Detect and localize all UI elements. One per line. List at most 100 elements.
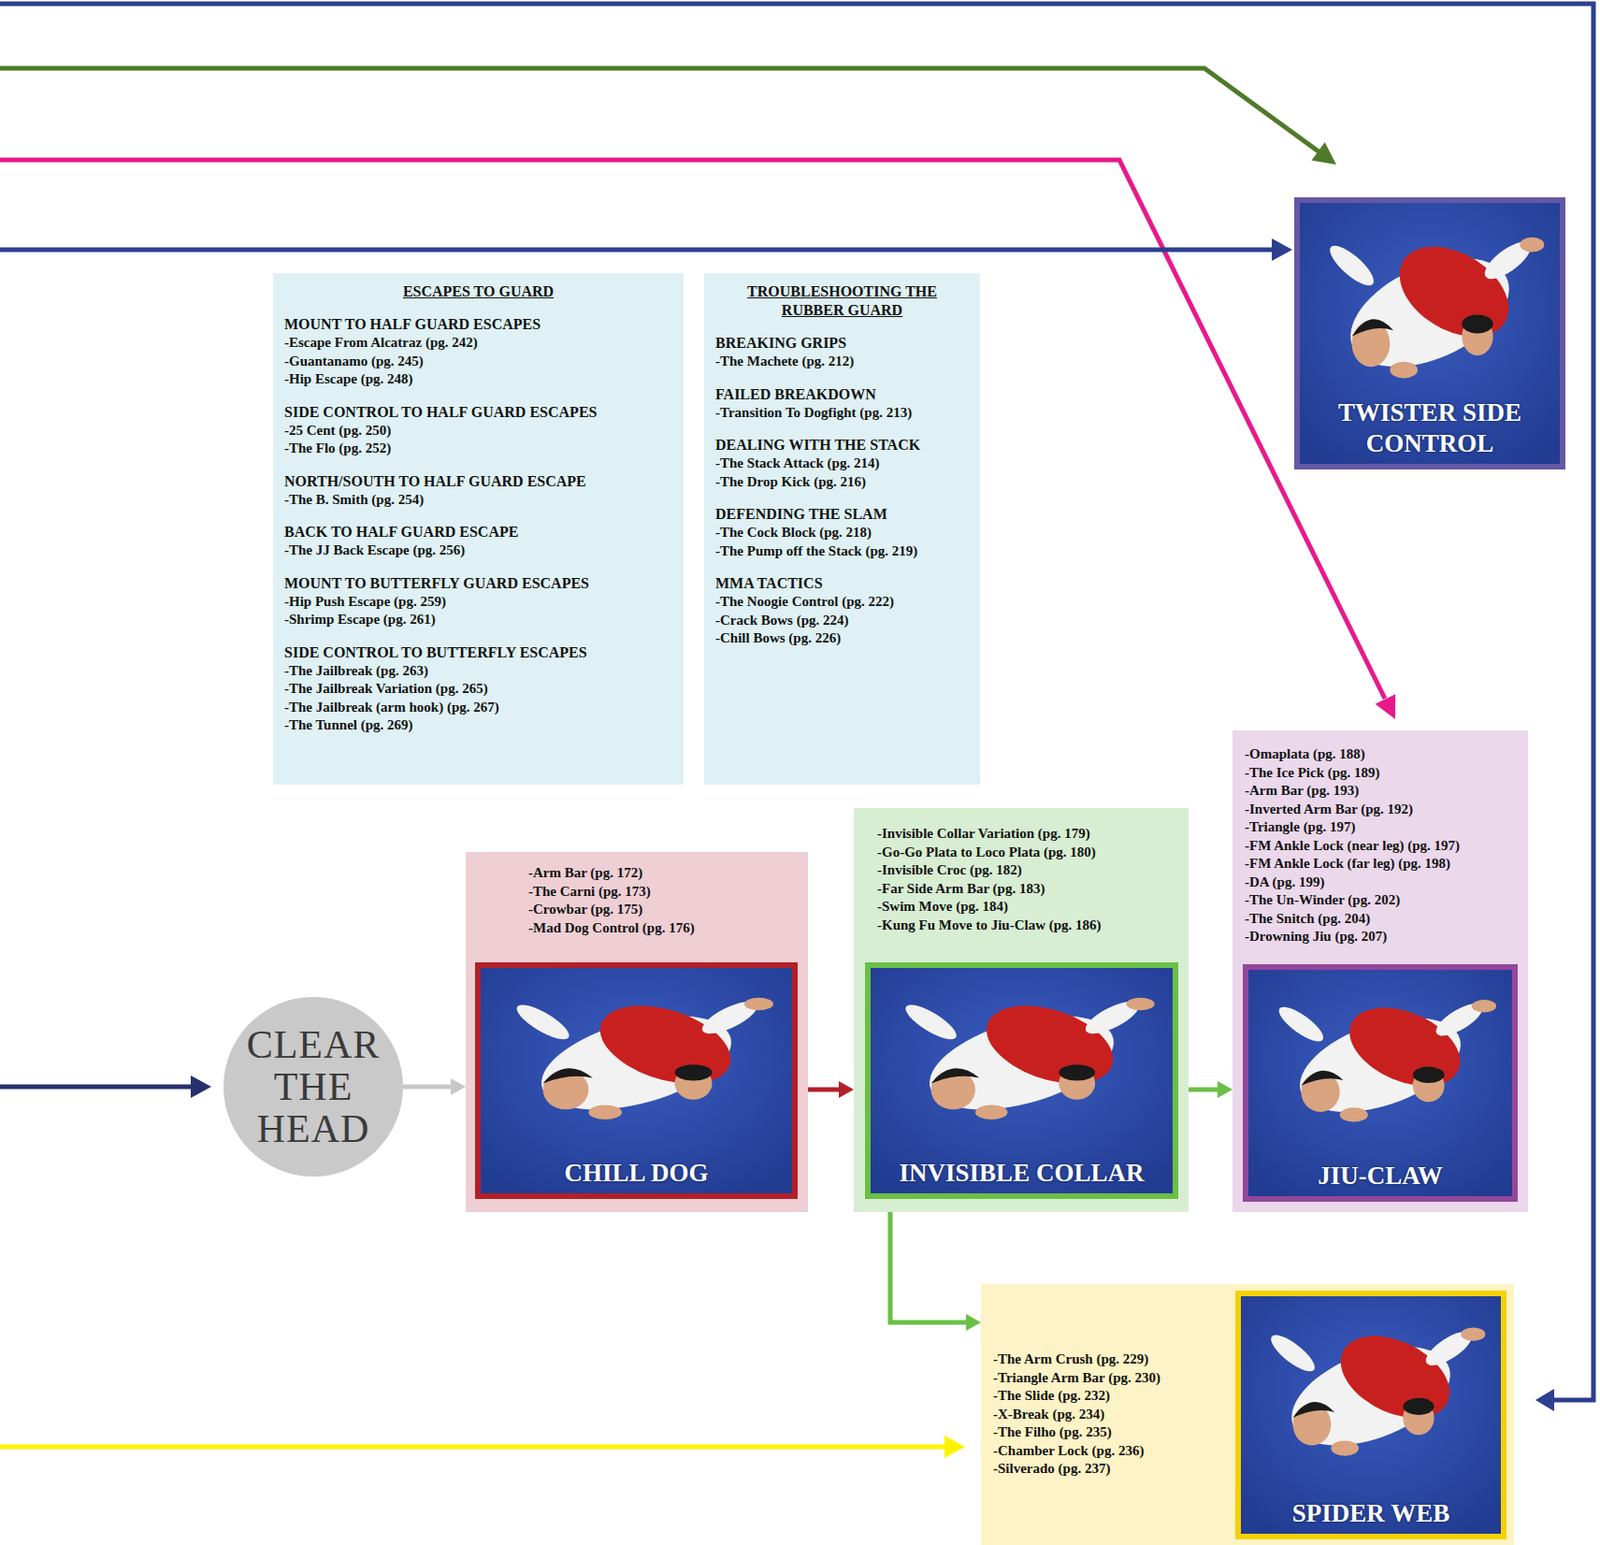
leader-line (0, 1444, 947, 1450)
technique-item: -The Un-Winder (pg. 202) (1244, 891, 1521, 910)
technique-item: -Inverted Arm Bar (pg. 192) (1244, 800, 1521, 820)
technique-item: -The Pump off the Stack (pg. 219) (715, 542, 969, 562)
technique-item: -The Arm Crush (pg. 229) (993, 1350, 1227, 1370)
technique-item: -Triangle Arm Bar (pg. 230) (993, 1369, 1227, 1388)
section-heading: MOUNT TO BUTTERFLY GUARD ESCAPES (284, 574, 673, 593)
technique-item: -The Tunnel (pg. 269) (284, 716, 673, 736)
technique-item: -Guantanamo (pg. 245) (284, 352, 673, 372)
section-heading: MMA TACTICS (715, 574, 969, 593)
panel-heading: TROUBLESHOOTING THE RUBBER GUARD (715, 282, 969, 320)
circle-fill (223, 996, 404, 1177)
technique-item: -The Snitch (pg. 204) (1244, 909, 1521, 929)
technique-item: -The Flo (pg. 252) (284, 439, 673, 459)
technique-item: -Transition To Dogfight (pg. 213) (715, 403, 969, 423)
technique-item: -Invisible Croc (pg. 182) (877, 861, 1182, 880)
photo-caption: INVISIBLE COLLAR (874, 1157, 1169, 1189)
section-heading: SIDE CONTROL TO BUTTERFLY ESCAPES (284, 643, 673, 663)
connector-line (403, 1084, 451, 1090)
section-heading: DEALING WITH THE STACK (715, 435, 969, 455)
arrow-head (965, 1313, 981, 1331)
technique-item: -The Slide (pg. 232) (993, 1386, 1227, 1406)
fighters-figure (480, 967, 793, 1194)
technique-item: -Far Side Arm Bar (pg. 183) (877, 879, 1182, 899)
technique-list: -Arm Bar (pg. 172)-The Carni (pg. 173)-C… (528, 864, 801, 937)
technique-panel: -Omaplata (pg. 188)-The Ice Pick (pg. 18… (1232, 730, 1528, 1212)
technique-item: -Escape From Alcatraz (pg. 242) (284, 333, 673, 353)
section-heading: DEFENDING THE SLAM (715, 504, 969, 524)
section-heading: NORTH/SOUTH TO HALF GUARD ESCAPE (284, 472, 673, 491)
arrow-head (1217, 1081, 1233, 1098)
connector-arrow (807, 1081, 854, 1098)
section-heading: BREAKING GRIPS (715, 333, 969, 353)
technique-panel: -Invisible Collar Variation (pg. 179)-Go… (853, 807, 1189, 1212)
photo-caption: TWISTER SIDE CONTROL (1303, 397, 1557, 460)
section-heading: SIDE CONTROL TO HALF GUARD ESCAPES (284, 403, 673, 422)
technique-item: -The Drop Kick (pg. 216) (715, 473, 969, 492)
photo-caption: JIU-CLAW (1252, 1160, 1509, 1192)
connector-line (1188, 1087, 1218, 1093)
section-heading: FAILED BREAKDOWN (715, 385, 969, 404)
technique-item: -Go-Go Plata to Loco Plata (pg. 180) (877, 843, 1182, 863)
arrow-head (1271, 238, 1293, 261)
technique-item: -The B. Smith (pg. 254) (284, 490, 673, 510)
photo-illustration (1240, 1296, 1501, 1534)
leader-line (0, 159, 1385, 699)
technique-item: -Omaplata (pg. 188) (1244, 745, 1521, 764)
technique-item: -The Noogie Control (pg. 222) (715, 592, 969, 612)
technique-item: -FM Ankle Lock (far leg) (pg. 198) (1244, 854, 1521, 874)
technique-list: -The Arm Crush (pg. 229)-Triangle Arm Ba… (993, 1350, 1227, 1479)
technique-item: -The Carni (pg. 173) (528, 882, 801, 902)
technique-item: -Arm Bar (pg. 193) (1244, 781, 1521, 801)
circle-node: CLEAR THE HEAD (223, 996, 404, 1177)
connector-line (890, 1211, 966, 1323)
photo-box: INVISIBLE COLLAR (864, 962, 1179, 1199)
technique-item: -Mad Dog Control (pg. 176) (528, 919, 801, 938)
arrow-head (1375, 693, 1397, 720)
connector-arrow (890, 1211, 981, 1331)
connector-arrow (403, 1078, 466, 1096)
arrow-head (1535, 1388, 1555, 1412)
technique-panel: -The Arm Crush (pg. 229)-Triangle Arm Ba… (980, 1283, 1514, 1545)
connector-line (807, 1087, 839, 1093)
technique-item: -The Jailbreak (arm hook) (pg. 267) (284, 698, 673, 718)
topic-panel: ESCAPES TO GUARDMOUNT TO HALF GUARD ESCA… (273, 273, 684, 785)
leader-line (0, 247, 1274, 253)
technique-item: -The Jailbreak Variation (pg. 265) (284, 679, 673, 699)
technique-item: -The Cock Block (pg. 218) (715, 523, 969, 543)
arrow-head (838, 1081, 854, 1098)
arrow-head (450, 1078, 466, 1096)
arrow-head (944, 1435, 966, 1458)
technique-item: -25 Cent (pg. 250) (284, 421, 673, 441)
photo-box: SPIDER WEB (1235, 1290, 1507, 1540)
technique-item: -Hip Escape (pg. 248) (284, 370, 673, 390)
fighters-figure (1299, 202, 1560, 464)
technique-item: -Chamber Lock (pg. 236) (993, 1441, 1227, 1461)
technique-item: -Shrimp Escape (pg. 261) (284, 610, 673, 630)
technique-item: -The JJ Back Escape (pg. 256) (284, 541, 673, 561)
technique-list: -Invisible Collar Variation (pg. 179)-Go… (877, 824, 1182, 935)
technique-item: -X-Break (pg. 234) (993, 1405, 1227, 1425)
photo-box: CHILL DOG (475, 962, 798, 1199)
section-heading: BACK TO HALF GUARD ESCAPE (284, 522, 673, 542)
arrow-head (1311, 142, 1338, 165)
section-heading: MOUNT TO HALF GUARD ESCAPES (284, 315, 673, 334)
technique-item: -The Filho (pg. 235) (993, 1423, 1227, 1442)
photo-box: JIU-CLAW (1242, 964, 1518, 1202)
leader-line (0, 3, 1594, 1400)
fighters-figure (870, 967, 1173, 1194)
photo-caption: SPIDER WEB (1244, 1498, 1498, 1529)
circle-label: CLEAR THE HEAD (243, 1023, 384, 1151)
technique-item: -The Ice Pick (pg. 189) (1244, 763, 1521, 783)
photo-caption: CHILL DOG (484, 1157, 789, 1189)
technique-item: -Crack Bows (pg. 224) (715, 611, 969, 631)
photo-box: TWISTER SIDE CONTROL (1294, 197, 1566, 470)
technique-item: -The Stack Attack (pg. 214) (715, 454, 969, 474)
technique-item: -Invisible Collar Variation (pg. 179) (877, 824, 1182, 844)
technique-item: -Swim Move (pg. 184) (877, 897, 1182, 917)
technique-item: -Kung Fu Move to Jiu-Claw (pg. 186) (877, 916, 1182, 936)
technique-panel: -Arm Bar (pg. 172)-The Carni (pg. 173)-C… (465, 851, 808, 1212)
connector-arrow (1188, 1081, 1233, 1098)
topic-panel: TROUBLESHOOTING THE RUBBER GUARD BREAKING… (704, 273, 981, 785)
technique-item: -Triangle (pg. 197) (1244, 818, 1521, 837)
